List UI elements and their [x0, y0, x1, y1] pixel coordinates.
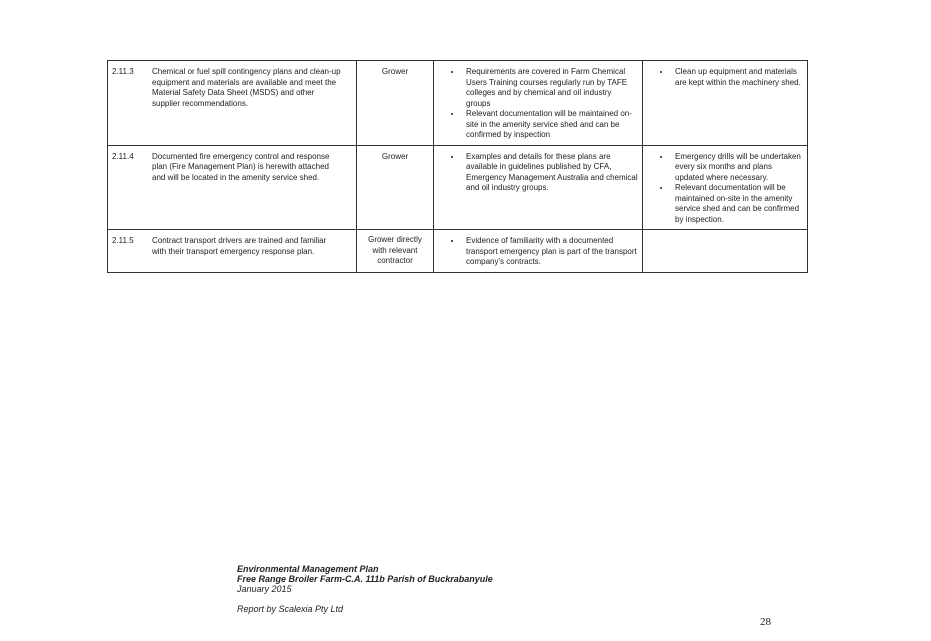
responsibility: Grower — [356, 144, 434, 230]
item-number: 2.11.3 — [112, 67, 134, 76]
footer-author: Report by Scalexia Pty Ltd — [237, 604, 344, 614]
action: Relevant documentation will be maintaine… — [671, 183, 803, 225]
footer-project: Free Range Broiler Farm-C.A. 111b Parish… — [237, 574, 493, 584]
note: Examples and details for these plans are… — [462, 152, 638, 194]
responsibility: Grower — [356, 60, 434, 146]
page-number: 28 — [760, 616, 771, 628]
requirement-text: Contract transport drivers are trained a… — [152, 236, 327, 256]
table-row: 2.11.5 Contract transport drivers are tra… — [107, 229, 808, 273]
action: Clean up equipment and materials are kep… — [671, 67, 803, 88]
requirements-table: 2.11.3 Chemical or fuel spill contingency… — [107, 60, 808, 273]
responsibility: Grower directly with relevant contractor — [356, 229, 434, 273]
footer-date: January 2015 — [237, 584, 292, 594]
table-row: 2.11.4 Documented fire emergency control … — [107, 144, 808, 230]
note: Requirements are covered in Farm Chemica… — [462, 67, 638, 109]
action: Emergency drills will be undertaken ever… — [671, 152, 803, 184]
requirement-text: Documented fire emergency control and re… — [152, 151, 330, 182]
footer-title: Environmental Management Plan — [237, 564, 379, 574]
item-number: 2.11.5 — [112, 236, 134, 245]
note: Relevant documentation will be maintaine… — [462, 109, 638, 141]
note: Evidence of familiarity with a documente… — [462, 236, 638, 268]
item-number: 2.11.4 — [112, 151, 134, 161]
table-row: 2.11.3 Chemical or fuel spill contingency… — [107, 60, 808, 146]
requirement-text: Chemical or fuel spill contingency plans… — [152, 67, 341, 108]
document-footer: Environmental Management Plan Free Range… — [237, 564, 493, 614]
